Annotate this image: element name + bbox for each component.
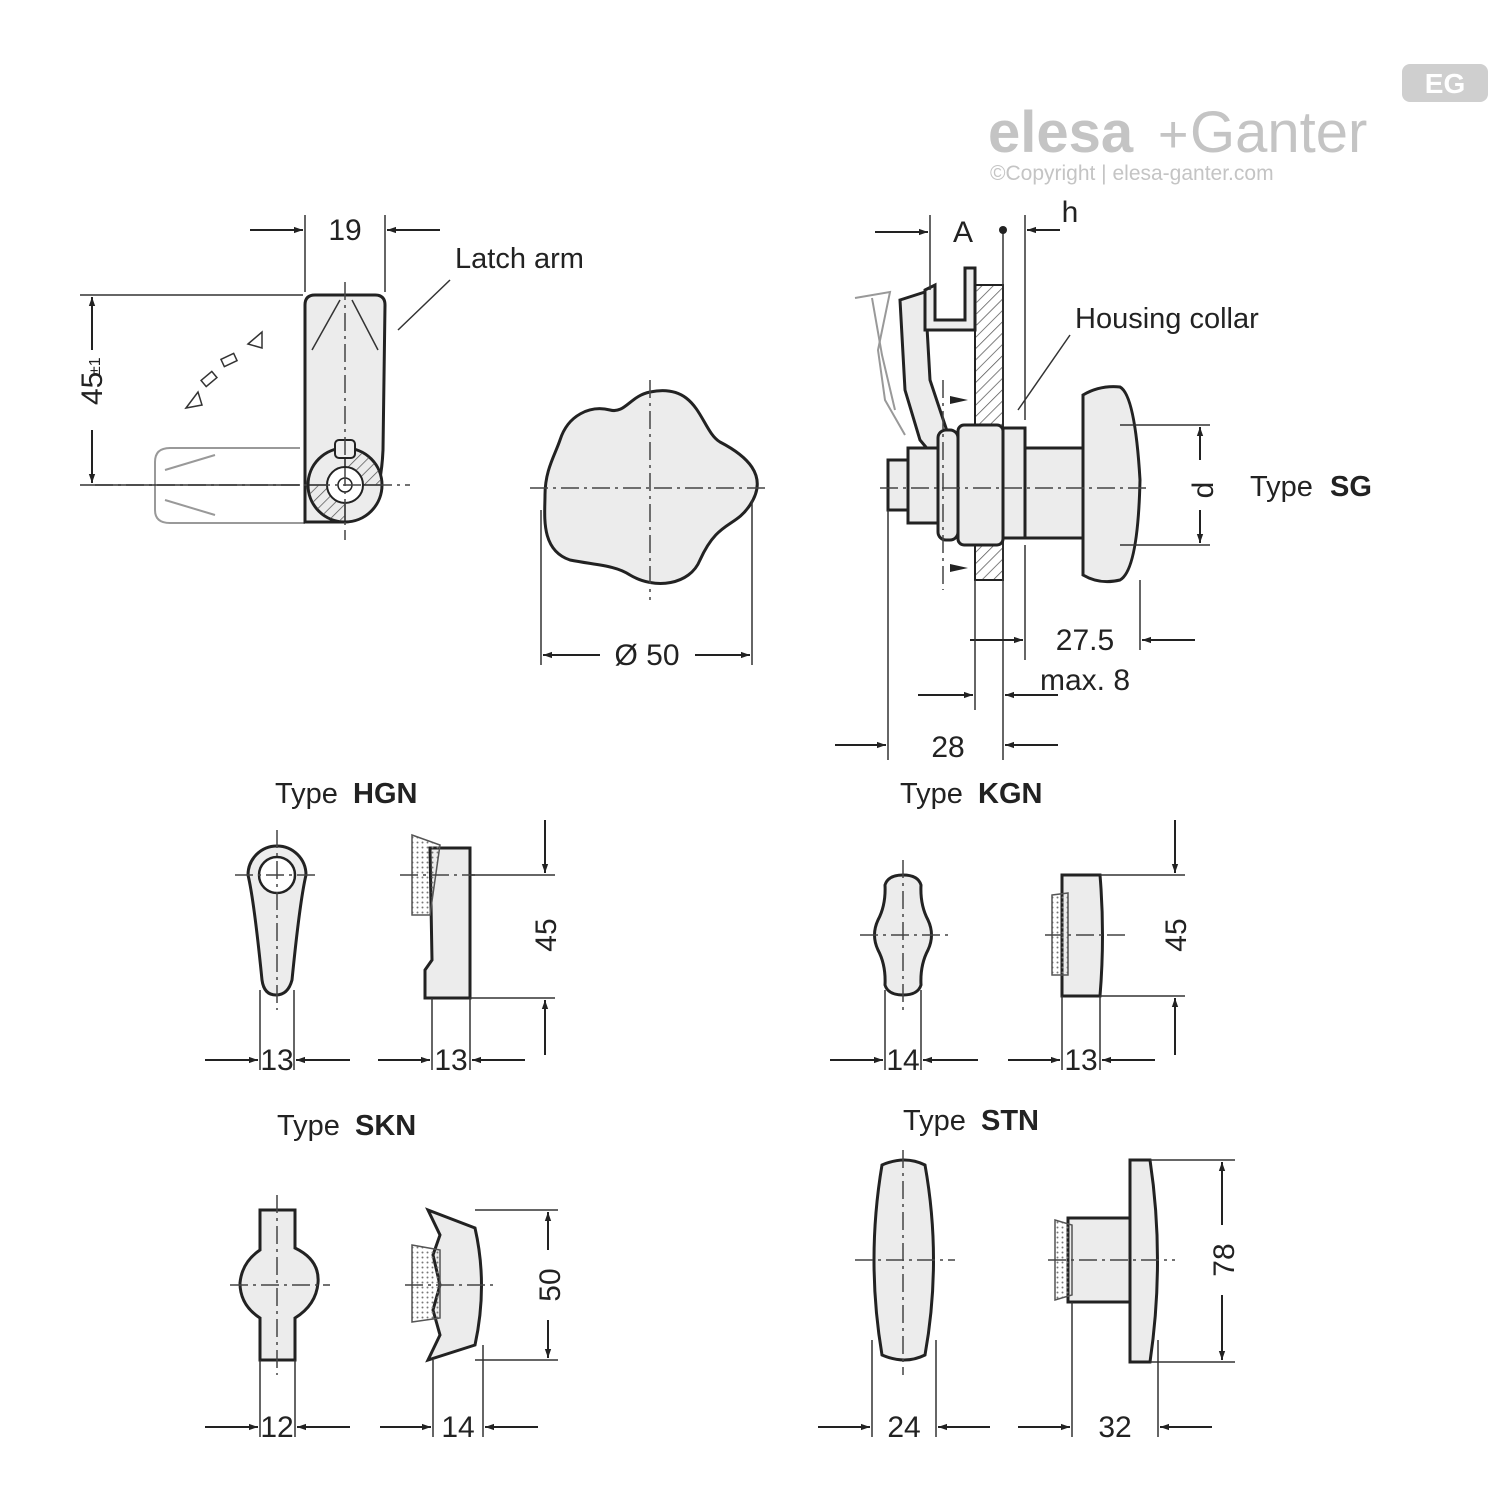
label-d: d xyxy=(1187,482,1220,499)
star-knob-view: Ø 50 xyxy=(530,380,770,672)
skn-dim-height: 50 xyxy=(534,1268,567,1301)
latch-arm-label: Latch arm xyxy=(455,243,584,275)
side-view: 19 45 ±1 Latch arm xyxy=(76,214,584,540)
logo-badge-text: EG xyxy=(1425,68,1465,99)
skn-dim-front: 12 xyxy=(260,1411,293,1444)
latch-arm-rotated-ghost xyxy=(154,447,305,524)
type-sg-code: SG xyxy=(1330,471,1372,503)
type-hgn-prefix: Type xyxy=(275,778,338,810)
hgn-side-view xyxy=(423,846,472,1000)
nut-1 xyxy=(936,428,960,542)
kgn-dim-side: 13 xyxy=(1064,1044,1097,1077)
stn-dim-front: 24 xyxy=(887,1411,920,1444)
dim-height: 45 xyxy=(76,372,109,405)
type-skn-code: SKN xyxy=(355,1110,416,1142)
rotation-arrows-icon xyxy=(184,330,263,410)
hgn-dim-front: 13 xyxy=(260,1044,293,1077)
dim-max8: max. 8 xyxy=(1040,664,1130,697)
dim-diameter: Ø 50 xyxy=(614,639,679,672)
type-stn: Type STN 78 24 32 xyxy=(818,1105,1241,1444)
nut-2 xyxy=(956,423,1005,547)
logo-brand-plus: + xyxy=(1158,106,1188,164)
logo-badge xyxy=(1402,64,1488,102)
type-sg-prefix: Type xyxy=(1250,471,1313,503)
dim-28: 28 xyxy=(931,731,964,764)
stn-dim-height: 78 xyxy=(1208,1243,1241,1276)
washer xyxy=(906,446,940,525)
hgn-dim-height: 45 xyxy=(530,918,563,951)
dim-height-tolerance: ±1 xyxy=(87,357,104,375)
shaft xyxy=(1023,446,1085,540)
grip-head-sg xyxy=(1081,385,1142,584)
bolt-end xyxy=(886,458,910,512)
type-kgn-prefix: Type xyxy=(900,778,963,810)
kgn-dim-front: 14 xyxy=(886,1044,919,1077)
label-A: A xyxy=(953,216,973,249)
latch-tongue-ghost xyxy=(854,290,906,436)
type-stn-prefix: Type xyxy=(903,1105,966,1137)
type-stn-code: STN xyxy=(981,1105,1039,1137)
type-hgn-code: HGN xyxy=(353,778,417,810)
type-skn: Type SKN 50 12 14 xyxy=(205,1110,567,1444)
stn-dim-side: 32 xyxy=(1098,1411,1131,1444)
housing-collar-label: Housing collar xyxy=(1075,303,1259,335)
door-channel xyxy=(923,266,977,332)
dim-27-5: 27.5 xyxy=(1056,624,1114,657)
star-knob-body xyxy=(543,389,759,585)
hgn-dim-side: 13 xyxy=(434,1044,467,1077)
latch-arm-ghost-detail xyxy=(164,454,216,516)
housing-collar xyxy=(1001,426,1027,540)
skn-dim-side: 14 xyxy=(441,1411,474,1444)
type-hgn: Type HGN 45 13 13 xyxy=(205,778,563,1077)
section-view: A h Housing collar d Type SG 27.5 xyxy=(835,196,1372,764)
type-kgn-code: KGN xyxy=(978,778,1042,810)
stn-grip-head xyxy=(1128,1158,1159,1364)
label-h: h xyxy=(1062,196,1079,229)
logo-copyright: ©Copyright | elesa-ganter.com xyxy=(990,162,1274,185)
dim-width: 19 xyxy=(328,214,361,247)
type-skn-prefix: Type xyxy=(277,1110,340,1142)
elesa-ganter-logo: EG elesa + Ganter ©Copyright | elesa-gan… xyxy=(988,64,1488,185)
type-kgn: Type KGN 45 14 13 xyxy=(830,778,1193,1077)
logo-brand-right: Ganter xyxy=(1190,100,1367,165)
kgn-dim-height: 45 xyxy=(1160,918,1193,951)
logo-brand-left: elesa xyxy=(988,100,1134,165)
